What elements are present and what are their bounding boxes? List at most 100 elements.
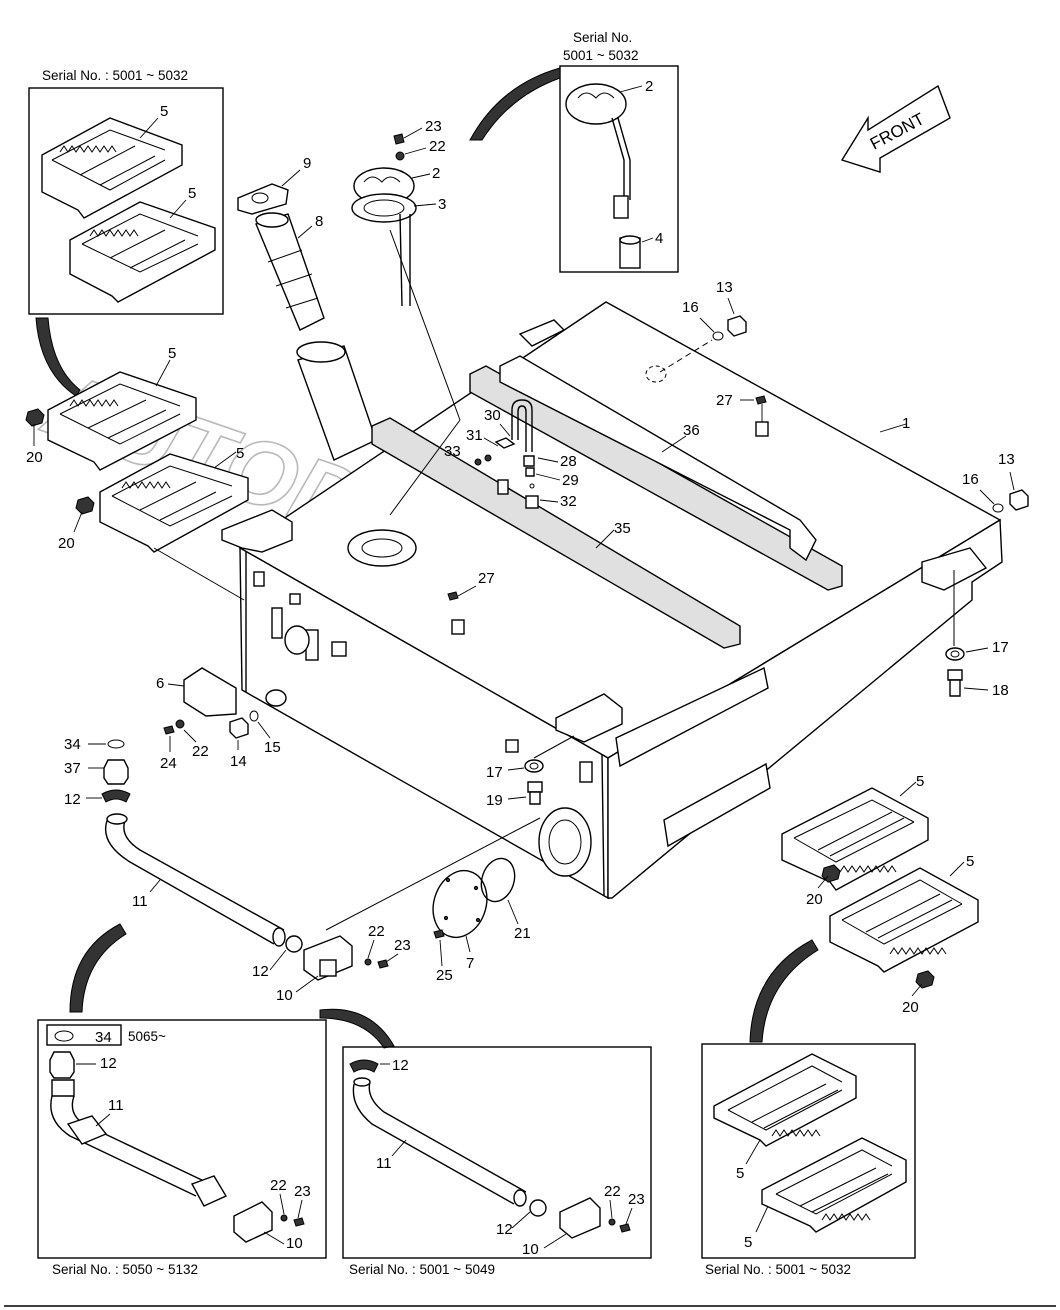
- callout-21: 21: [514, 925, 531, 942]
- callout-1: 1: [902, 415, 910, 432]
- callout-36: 36: [683, 422, 700, 439]
- part-13-plug: [727, 315, 747, 337]
- rubber-strip-36: [469, 365, 843, 591]
- callout-23: 23: [294, 1183, 311, 1200]
- side-bar: [663, 762, 771, 848]
- callout-27: 27: [478, 570, 495, 587]
- callout-7: 7: [466, 955, 474, 972]
- callout-5: 5: [966, 853, 974, 870]
- level-gauge-window: [284, 625, 310, 655]
- callout-6: 6: [156, 675, 164, 692]
- serial-label-line2: 5001 ~ 5032: [563, 48, 638, 63]
- callout-12: 12: [64, 791, 81, 808]
- inset-frame: [701, 1043, 916, 1259]
- inset-bottom-right: 5 5 Serial No. : 5001 ~ 5032: [701, 1043, 916, 1277]
- mounting-lug: [555, 693, 623, 743]
- callout-30: 30: [484, 407, 501, 424]
- callout-4: 4: [655, 230, 663, 247]
- sender-flange: [565, 83, 627, 125]
- callout-22: 22: [429, 138, 446, 155]
- callout-27: 27: [716, 392, 733, 409]
- step-part: [713, 1053, 857, 1147]
- callout-12: 12: [496, 1221, 513, 1238]
- leader-arrow: [469, 67, 561, 141]
- callout-18: 18: [992, 682, 1009, 699]
- part-9-gasket: [237, 183, 289, 215]
- return-line-fittings: 30 31 33 28 29 32 27: [444, 399, 579, 635]
- callout-5: 5: [168, 345, 176, 362]
- inset-frame: [342, 1046, 652, 1259]
- callout-23: 23: [394, 937, 411, 954]
- callout-12: 12: [392, 1057, 409, 1074]
- callout-23: 23: [628, 1191, 645, 1208]
- callout-11: 11: [132, 893, 148, 910]
- step-part: [41, 117, 183, 219]
- part-10-fitting: [303, 935, 353, 981]
- side-bar: [615, 666, 769, 768]
- callout-34: 34: [64, 736, 81, 753]
- step-part: [99, 453, 249, 553]
- leader-arrow: [35, 317, 81, 397]
- sender-hole: [347, 529, 417, 567]
- serial-label: Serial No. : 5001 ~ 5032: [42, 68, 188, 83]
- callout-5: 5: [744, 1234, 752, 1251]
- callout-29: 29: [562, 472, 579, 489]
- fuel-tank-body: [221, 301, 1003, 900]
- cleanout-flange: [538, 807, 592, 877]
- part-7-cover: [432, 869, 488, 939]
- inset-top-center: Serial No. 5001 ~ 5032 2 4: [559, 30, 679, 273]
- step-part: [761, 1137, 907, 1233]
- callout-12: 12: [252, 963, 269, 980]
- step-part: [829, 867, 979, 973]
- front-label: FRONT: [867, 109, 928, 153]
- leader-arrow: [69, 923, 127, 1013]
- callout-22: 22: [192, 743, 209, 760]
- inset-frame: [28, 87, 224, 315]
- callout-11: 11: [376, 1155, 392, 1172]
- bracket-and-drain: 6 24 22 14 15 34 37 12 11 12: [64, 667, 541, 1004]
- callout-37: 37: [64, 760, 81, 777]
- part-10-fitting: [233, 1201, 273, 1243]
- callout-20: 20: [58, 535, 75, 552]
- steps-left: 5 20 5 20: [25, 345, 249, 601]
- callout-33: 33: [444, 443, 461, 460]
- callout-2: 2: [432, 165, 440, 182]
- callout-17: 17: [486, 764, 503, 781]
- callout-19: 19: [486, 792, 503, 809]
- callout-14: 14: [230, 753, 247, 770]
- callout-17: 17: [992, 639, 1009, 656]
- leader-arrow: [319, 1008, 395, 1049]
- inset-top-left: Serial No. : 5001 ~ 5032 5 5: [28, 68, 224, 315]
- mounting-lug: [518, 319, 566, 347]
- callout-5: 5: [736, 1165, 744, 1182]
- callout-31: 31: [466, 427, 483, 444]
- callout-20: 20: [902, 999, 919, 1016]
- front-direction-arrow: FRONT: [840, 84, 951, 173]
- callout-5: 5: [236, 445, 244, 462]
- callout-20: 20: [806, 891, 823, 908]
- callout-20: 20: [26, 449, 43, 466]
- callout-10: 10: [276, 987, 293, 1004]
- callout-8: 8: [315, 213, 323, 230]
- callout-24: 24: [160, 755, 177, 772]
- callout-10: 10: [286, 1235, 303, 1252]
- callout-15: 15: [264, 739, 281, 756]
- cleanout-cover: 7 21 25 17 19: [432, 735, 575, 984]
- inset-note: 5065~: [128, 1029, 166, 1044]
- inset-bottom-center: 12 11 12 10 22 23 Serial No. : 5001 ~ 50…: [342, 1046, 652, 1277]
- part-6-bracket: [183, 667, 237, 717]
- step-part: [781, 787, 929, 891]
- callout-22: 22: [368, 923, 385, 940]
- part-13-plug: [1009, 489, 1029, 511]
- callout-2: 2: [645, 78, 653, 95]
- rubber-strip-35: [371, 417, 741, 649]
- callout-28: 28: [560, 453, 577, 470]
- callout-3: 3: [438, 196, 446, 213]
- callout-11: 11: [108, 1097, 124, 1114]
- part-3-gasket: [351, 193, 417, 223]
- inset-bottom-left: 34 5065~ 12 11 10 22 23 Serial No. : 505…: [37, 1019, 327, 1277]
- part-21-oring: [480, 857, 516, 903]
- part-8-filler-neck: [255, 213, 325, 331]
- callout-12: 12: [100, 1055, 117, 1072]
